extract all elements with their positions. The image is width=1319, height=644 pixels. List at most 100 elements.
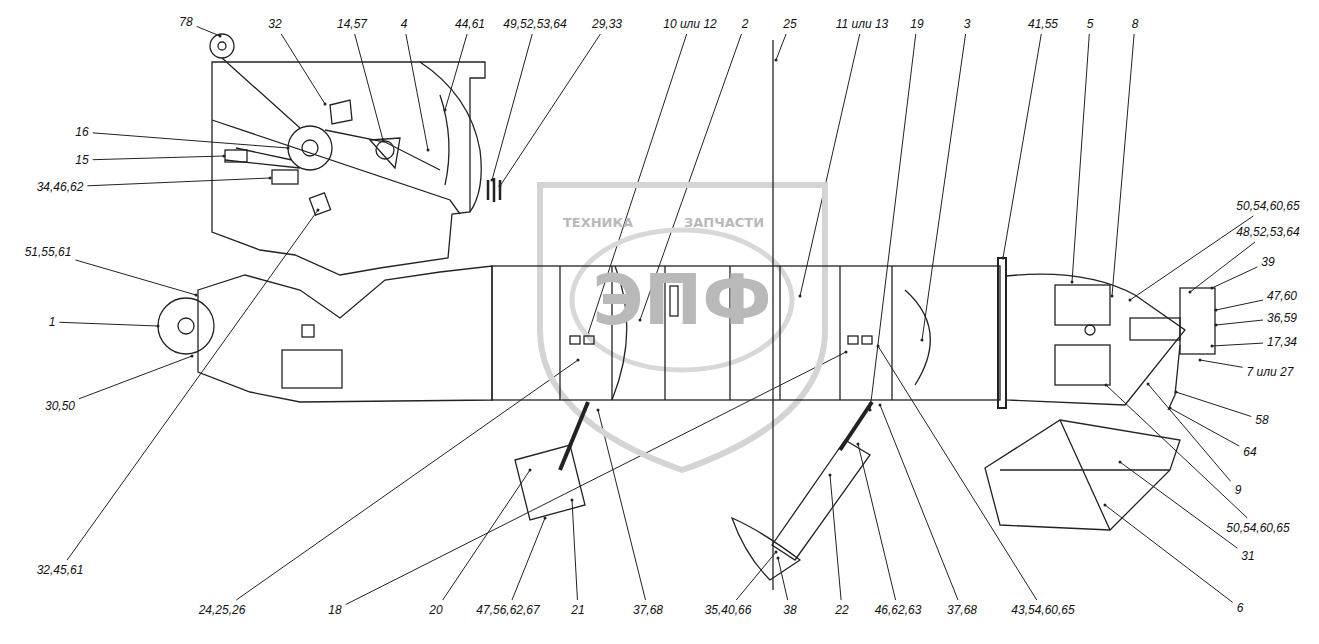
leader-line bbox=[346, 352, 846, 605]
leader-line bbox=[1072, 34, 1089, 282]
bracket bbox=[225, 150, 247, 162]
leader-line bbox=[870, 34, 916, 410]
leader-line bbox=[778, 558, 788, 600]
leader-dot bbox=[427, 149, 430, 152]
callout-number: 5 bbox=[1086, 17, 1095, 31]
leader-line bbox=[1003, 34, 1041, 258]
leader-dot bbox=[1211, 345, 1214, 348]
leader-dot bbox=[1147, 383, 1150, 386]
disc-edge bbox=[440, 95, 449, 185]
discharge-head bbox=[1006, 274, 1185, 405]
discharge-spout bbox=[985, 420, 1180, 530]
watermark: ЭПФ bbox=[592, 259, 771, 341]
leader-dot bbox=[597, 409, 600, 412]
callout-number: 16 bbox=[74, 125, 89, 139]
callout-number: 32 bbox=[267, 17, 282, 31]
leader-line bbox=[1105, 505, 1233, 602]
leader-line bbox=[830, 475, 841, 600]
leader-line bbox=[880, 405, 958, 600]
bracket bbox=[272, 170, 298, 184]
leader-dot bbox=[1119, 461, 1122, 464]
leader-dot bbox=[921, 339, 924, 342]
leader-line bbox=[878, 346, 1037, 600]
callout-number: 20 bbox=[428, 603, 443, 617]
leader-line bbox=[598, 410, 646, 600]
callout-number: 24,25,26 bbox=[198, 603, 247, 617]
linkage-rod bbox=[1168, 345, 1180, 410]
spout-edges bbox=[1000, 420, 1170, 530]
support-plate bbox=[330, 100, 352, 124]
leader-line bbox=[1120, 462, 1237, 548]
leader-dot bbox=[529, 469, 532, 472]
center-line bbox=[772, 40, 773, 590]
flange bbox=[998, 258, 1006, 408]
leader-line bbox=[858, 444, 896, 600]
leader-dot bbox=[1199, 359, 1202, 362]
leader-dot bbox=[879, 404, 882, 407]
leader-dot bbox=[1071, 281, 1074, 284]
plate bbox=[309, 193, 330, 215]
watermark-ring bbox=[572, 230, 792, 370]
gear-assembly bbox=[1180, 288, 1215, 354]
leader-line bbox=[406, 34, 428, 150]
leader-dot bbox=[571, 499, 574, 502]
leader-line bbox=[1200, 360, 1243, 367]
callout-number: 50,54,60,65 bbox=[1225, 521, 1290, 535]
clamp bbox=[862, 336, 872, 344]
watermark-shield bbox=[540, 185, 825, 470]
callout-number: 37,68 bbox=[632, 603, 664, 617]
leader-dot bbox=[845, 351, 848, 354]
cylinder-block bbox=[515, 445, 585, 520]
leader-dot bbox=[799, 295, 802, 298]
callout-number: 44,61 bbox=[454, 17, 486, 31]
leader-line bbox=[1212, 343, 1263, 346]
callout-number: 35,40,66 bbox=[704, 603, 753, 617]
callout-number: 31 bbox=[1240, 549, 1255, 563]
callout-number: 30,50 bbox=[44, 399, 76, 413]
callout-number: 11 или 13 bbox=[835, 17, 890, 31]
upper-housing bbox=[212, 62, 485, 275]
callout-number: 36,59 bbox=[1266, 311, 1298, 325]
callout-number: 25 bbox=[782, 17, 797, 31]
bearing bbox=[376, 141, 394, 159]
leader-line bbox=[572, 500, 577, 600]
leader-line bbox=[281, 34, 325, 104]
callout-number: 43,54,60,65 bbox=[1010, 603, 1075, 617]
leader-line bbox=[87, 178, 270, 186]
leader-dot bbox=[324, 103, 327, 106]
callout-number: 1 bbox=[48, 315, 57, 329]
leader-dot bbox=[269, 177, 272, 180]
callout-number: 47,60 bbox=[1266, 289, 1298, 303]
callout-number: 3 bbox=[963, 17, 972, 31]
callout-number: 19 bbox=[909, 17, 924, 31]
pulley-hub bbox=[178, 318, 194, 334]
leader-line bbox=[922, 34, 966, 340]
callout-number: 78 bbox=[178, 15, 193, 29]
callout-number: 9 bbox=[1234, 483, 1243, 497]
tension-pulley bbox=[210, 34, 234, 58]
callout-number: 18 bbox=[327, 603, 342, 617]
callout-number: 15 bbox=[74, 153, 89, 167]
lower-head-housing bbox=[198, 266, 492, 402]
callout-number: 6 bbox=[1236, 601, 1245, 615]
drive-belt bbox=[222, 58, 300, 168]
callout-number: 10 или 12 bbox=[662, 17, 717, 31]
leader-line bbox=[443, 470, 530, 600]
leader-dot bbox=[544, 517, 547, 520]
callout-number: 29,33 bbox=[591, 17, 623, 31]
leader-dot bbox=[1104, 504, 1107, 507]
leader-dot bbox=[1189, 291, 1192, 294]
leader-line bbox=[492, 34, 532, 180]
leader-line bbox=[800, 34, 860, 296]
cylinder-mount bbox=[732, 518, 800, 580]
leader-line bbox=[1212, 267, 1257, 288]
leader-dot bbox=[1111, 295, 1114, 298]
leader-line bbox=[236, 360, 578, 600]
callout-number: 14,57 bbox=[336, 17, 368, 31]
leader-dot bbox=[829, 474, 832, 477]
callout-number: 7 или 27 bbox=[1246, 365, 1295, 379]
leader-line bbox=[512, 518, 545, 600]
pulley-hub bbox=[302, 140, 318, 156]
callout-number: 4 bbox=[400, 17, 409, 31]
leader-line bbox=[500, 34, 600, 186]
